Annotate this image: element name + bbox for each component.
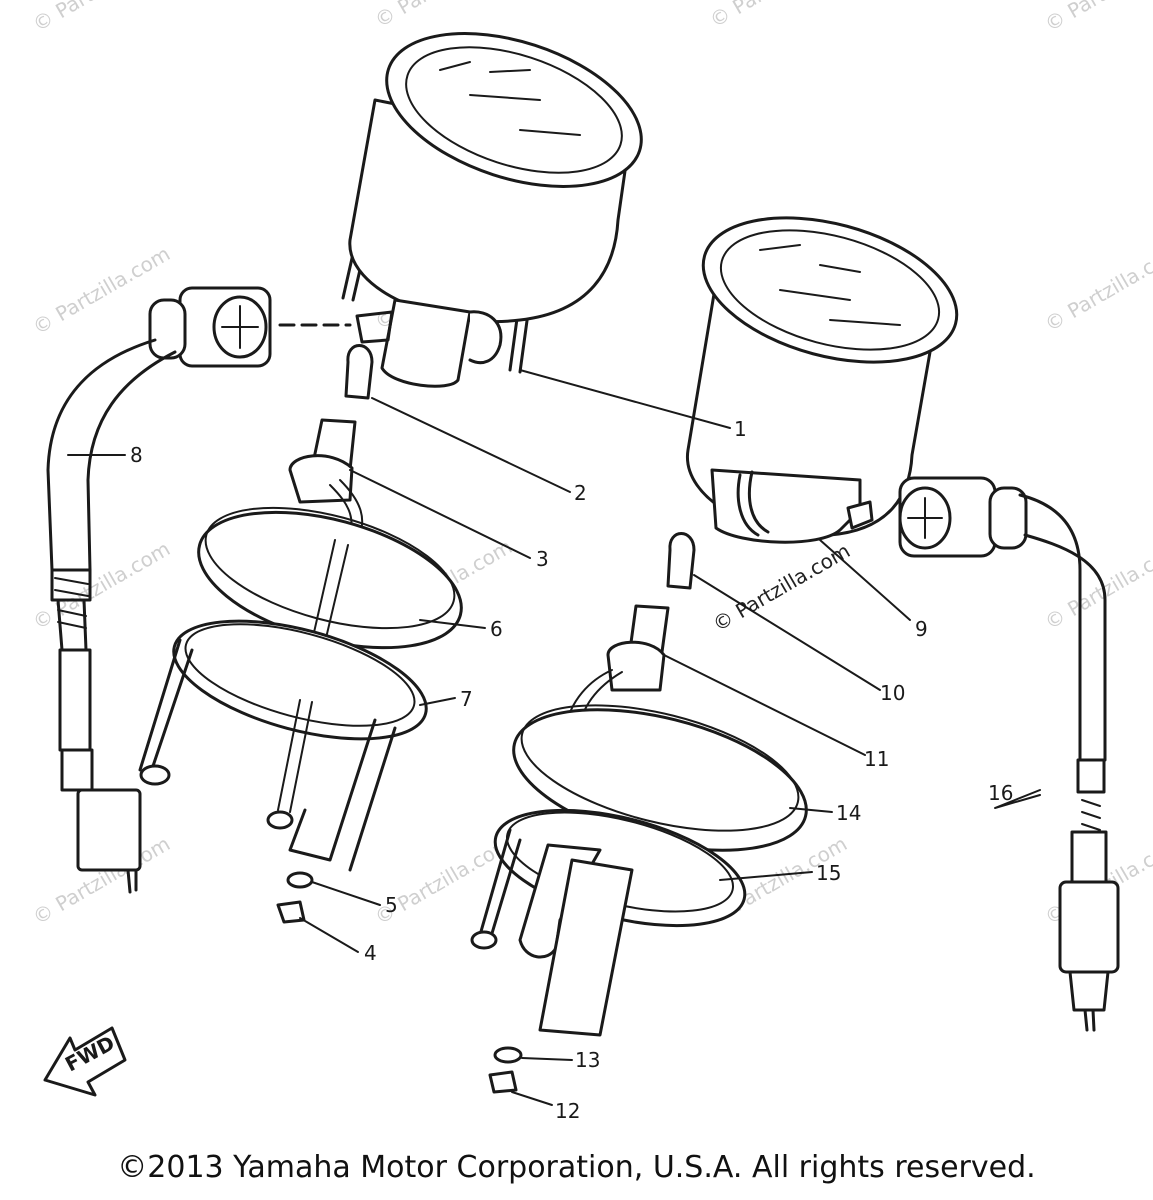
right-bracket-15	[470, 808, 747, 1037]
part-label: 7	[460, 687, 473, 711]
watermark-center: © Partzilla.com	[709, 538, 855, 636]
part-label: 12	[555, 1099, 580, 1123]
watermark: © Partzilla.com	[371, 0, 517, 32]
part-label: 2	[574, 481, 587, 505]
part-label: 9	[915, 617, 928, 641]
left-ring-6	[197, 506, 463, 656]
watermark: © Partzilla.com	[1041, 536, 1153, 634]
watermark: © Partzilla.com	[1041, 0, 1153, 36]
left-fasteners	[276, 871, 314, 924]
right-bulb-socket	[564, 532, 696, 733]
part-label: 10	[880, 681, 905, 705]
speedometer-cable	[46, 286, 352, 894]
watermark: © Partzilla.com	[706, 0, 852, 32]
part-label: 5	[385, 893, 398, 917]
left-bulb-socket	[288, 344, 374, 549]
left-gauge	[341, 32, 643, 388]
part-label: 3	[536, 547, 549, 571]
part-label: 14	[836, 801, 861, 825]
part-label: 15	[816, 861, 841, 885]
tachometer-cable	[898, 476, 1120, 1032]
watermark: © Partzilla.com	[1041, 238, 1153, 336]
part-label: 4	[364, 941, 377, 965]
part-label: 11	[864, 747, 889, 771]
part-label: 6	[490, 617, 503, 641]
part-label: 13	[575, 1048, 600, 1072]
part-label: 8	[130, 443, 143, 467]
right-fasteners	[488, 1046, 523, 1094]
part-labels: 1 2 3 4 5 6 7 8 9 10 11 12 13 14 15 16	[130, 417, 1013, 1123]
fwd-arrow: FWD	[43, 1026, 127, 1097]
copyright-footer: ©2013 Yamaha Motor Corporation, U.S.A. A…	[117, 1150, 1036, 1185]
leader-lines	[67, 369, 1041, 1106]
left-bracket-7	[138, 619, 428, 872]
part-label: 16	[988, 781, 1013, 805]
watermark: © Partzilla.com	[29, 0, 175, 36]
part-label: 1	[734, 417, 747, 441]
